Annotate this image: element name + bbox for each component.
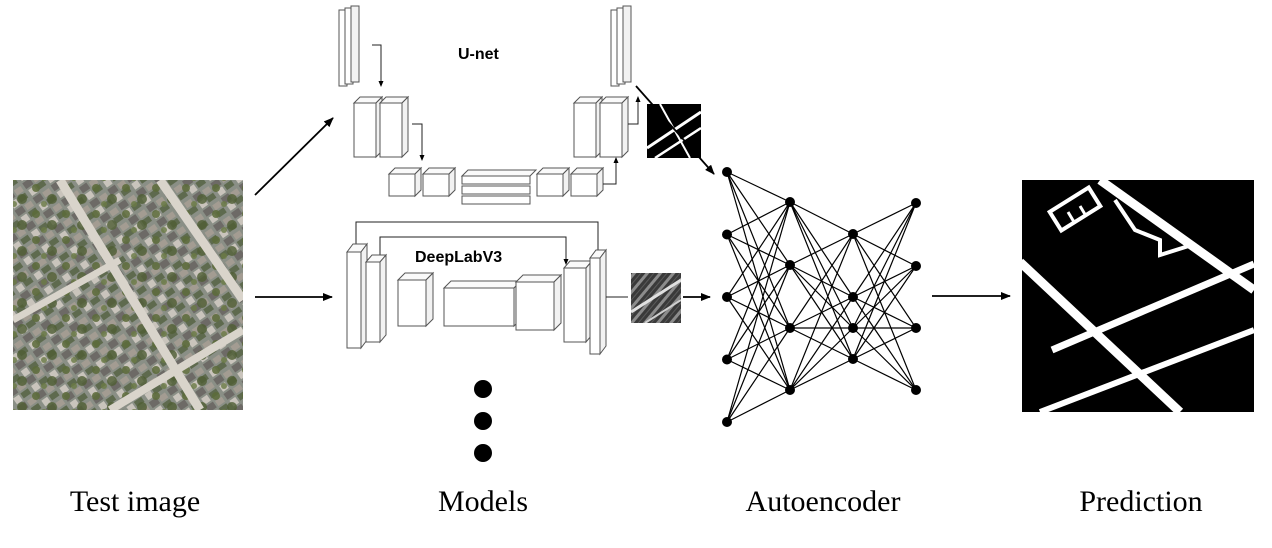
- caption-prediction: Prediction: [1079, 485, 1202, 518]
- deeplab-encoder: [346, 242, 435, 350]
- arrow-to-unet: [254, 117, 334, 196]
- network-edge-1-3-1: [789, 296, 854, 391]
- network-node-1-3: [785, 385, 795, 395]
- unet-bottleneck: [387, 166, 605, 205]
- deeplab-title: DeepLabV3: [415, 249, 502, 266]
- network-node-1-1: [785, 260, 795, 270]
- network-edge-1-0-0: [789, 201, 854, 235]
- network-node-0-3: [722, 354, 732, 365]
- arrow-unet-to-autoencoder: [635, 85, 715, 175]
- network-node-0-1: [722, 229, 732, 240]
- more-models-ellipsis: [474, 380, 492, 462]
- autoencoder-network: [722, 167, 921, 427]
- deeplab-decoder: [514, 248, 607, 356]
- unet-enc1: [338, 5, 360, 87]
- network-edge-0-4-0: [726, 201, 791, 423]
- test-image-roads: [13, 180, 243, 410]
- deeplab-output-thumbnail: [631, 273, 681, 323]
- network-edge-1-1-0: [789, 233, 854, 266]
- prediction-image: [1022, 180, 1254, 412]
- network-edge-2-3-3: [852, 358, 917, 391]
- network-edge-2-3-0: [852, 202, 917, 360]
- network-edge-2-2-3: [852, 327, 917, 391]
- network-edge-0-1-0: [726, 201, 791, 236]
- network-edge-2-1-0: [852, 202, 917, 298]
- prediction-roads: [1022, 180, 1254, 412]
- network-edge-0-4-1: [726, 264, 791, 423]
- unet-dec1: [610, 5, 632, 87]
- unet-title: U-net: [458, 46, 500, 63]
- network-edge-1-3-3: [789, 358, 854, 391]
- caption-models: Models: [438, 485, 528, 518]
- deeplab-diagram: DeepLabV3: [346, 221, 628, 356]
- unet-dec2: [572, 95, 630, 159]
- network-node-1-0: [785, 197, 795, 207]
- network-edge-2-2-1: [852, 265, 917, 329]
- network-node-3-2: [911, 323, 921, 333]
- network-edge-1-1-2: [789, 264, 854, 329]
- network-edge-2-3-2: [852, 327, 917, 360]
- network-edge-0-3-0: [726, 201, 791, 360]
- network-node-0-2: [722, 292, 732, 302]
- network-edge-1-2-0: [789, 233, 854, 329]
- network-edge-1-3-0: [789, 233, 854, 391]
- test-image: [13, 180, 243, 410]
- network-edge-0-4-3: [726, 389, 791, 423]
- network-node-2-0: [848, 229, 858, 239]
- network-edge-0-4-2: [726, 327, 791, 423]
- network-node-0-0: [722, 167, 732, 177]
- network-edge-0-2-0: [726, 201, 791, 298]
- network-edge-2-2-0: [852, 202, 917, 329]
- network-node-3-3: [911, 385, 921, 395]
- network-node-1-2: [785, 323, 795, 333]
- network-node-2-3: [848, 354, 858, 364]
- network-edge-2-3-1: [852, 265, 917, 360]
- unet-diagram: U-net: [338, 5, 641, 205]
- network-edge-0-0-0: [726, 171, 791, 203]
- network-node-2-2: [848, 323, 858, 333]
- network-edge-1-0-2: [789, 201, 854, 329]
- caption-test-image: Test image: [70, 485, 200, 518]
- network-edge-1-3-2: [789, 327, 854, 391]
- network-node-2-1: [848, 292, 858, 302]
- network-node-3-1: [911, 261, 921, 271]
- unet-enc2: [352, 95, 410, 159]
- deeplab-aspp: [442, 279, 523, 328]
- network-edge-2-0-0: [852, 202, 917, 235]
- network-node-3-0: [911, 198, 921, 208]
- network-node-0-4: [722, 417, 732, 427]
- caption-autoencoder: Autoencoder: [746, 485, 901, 518]
